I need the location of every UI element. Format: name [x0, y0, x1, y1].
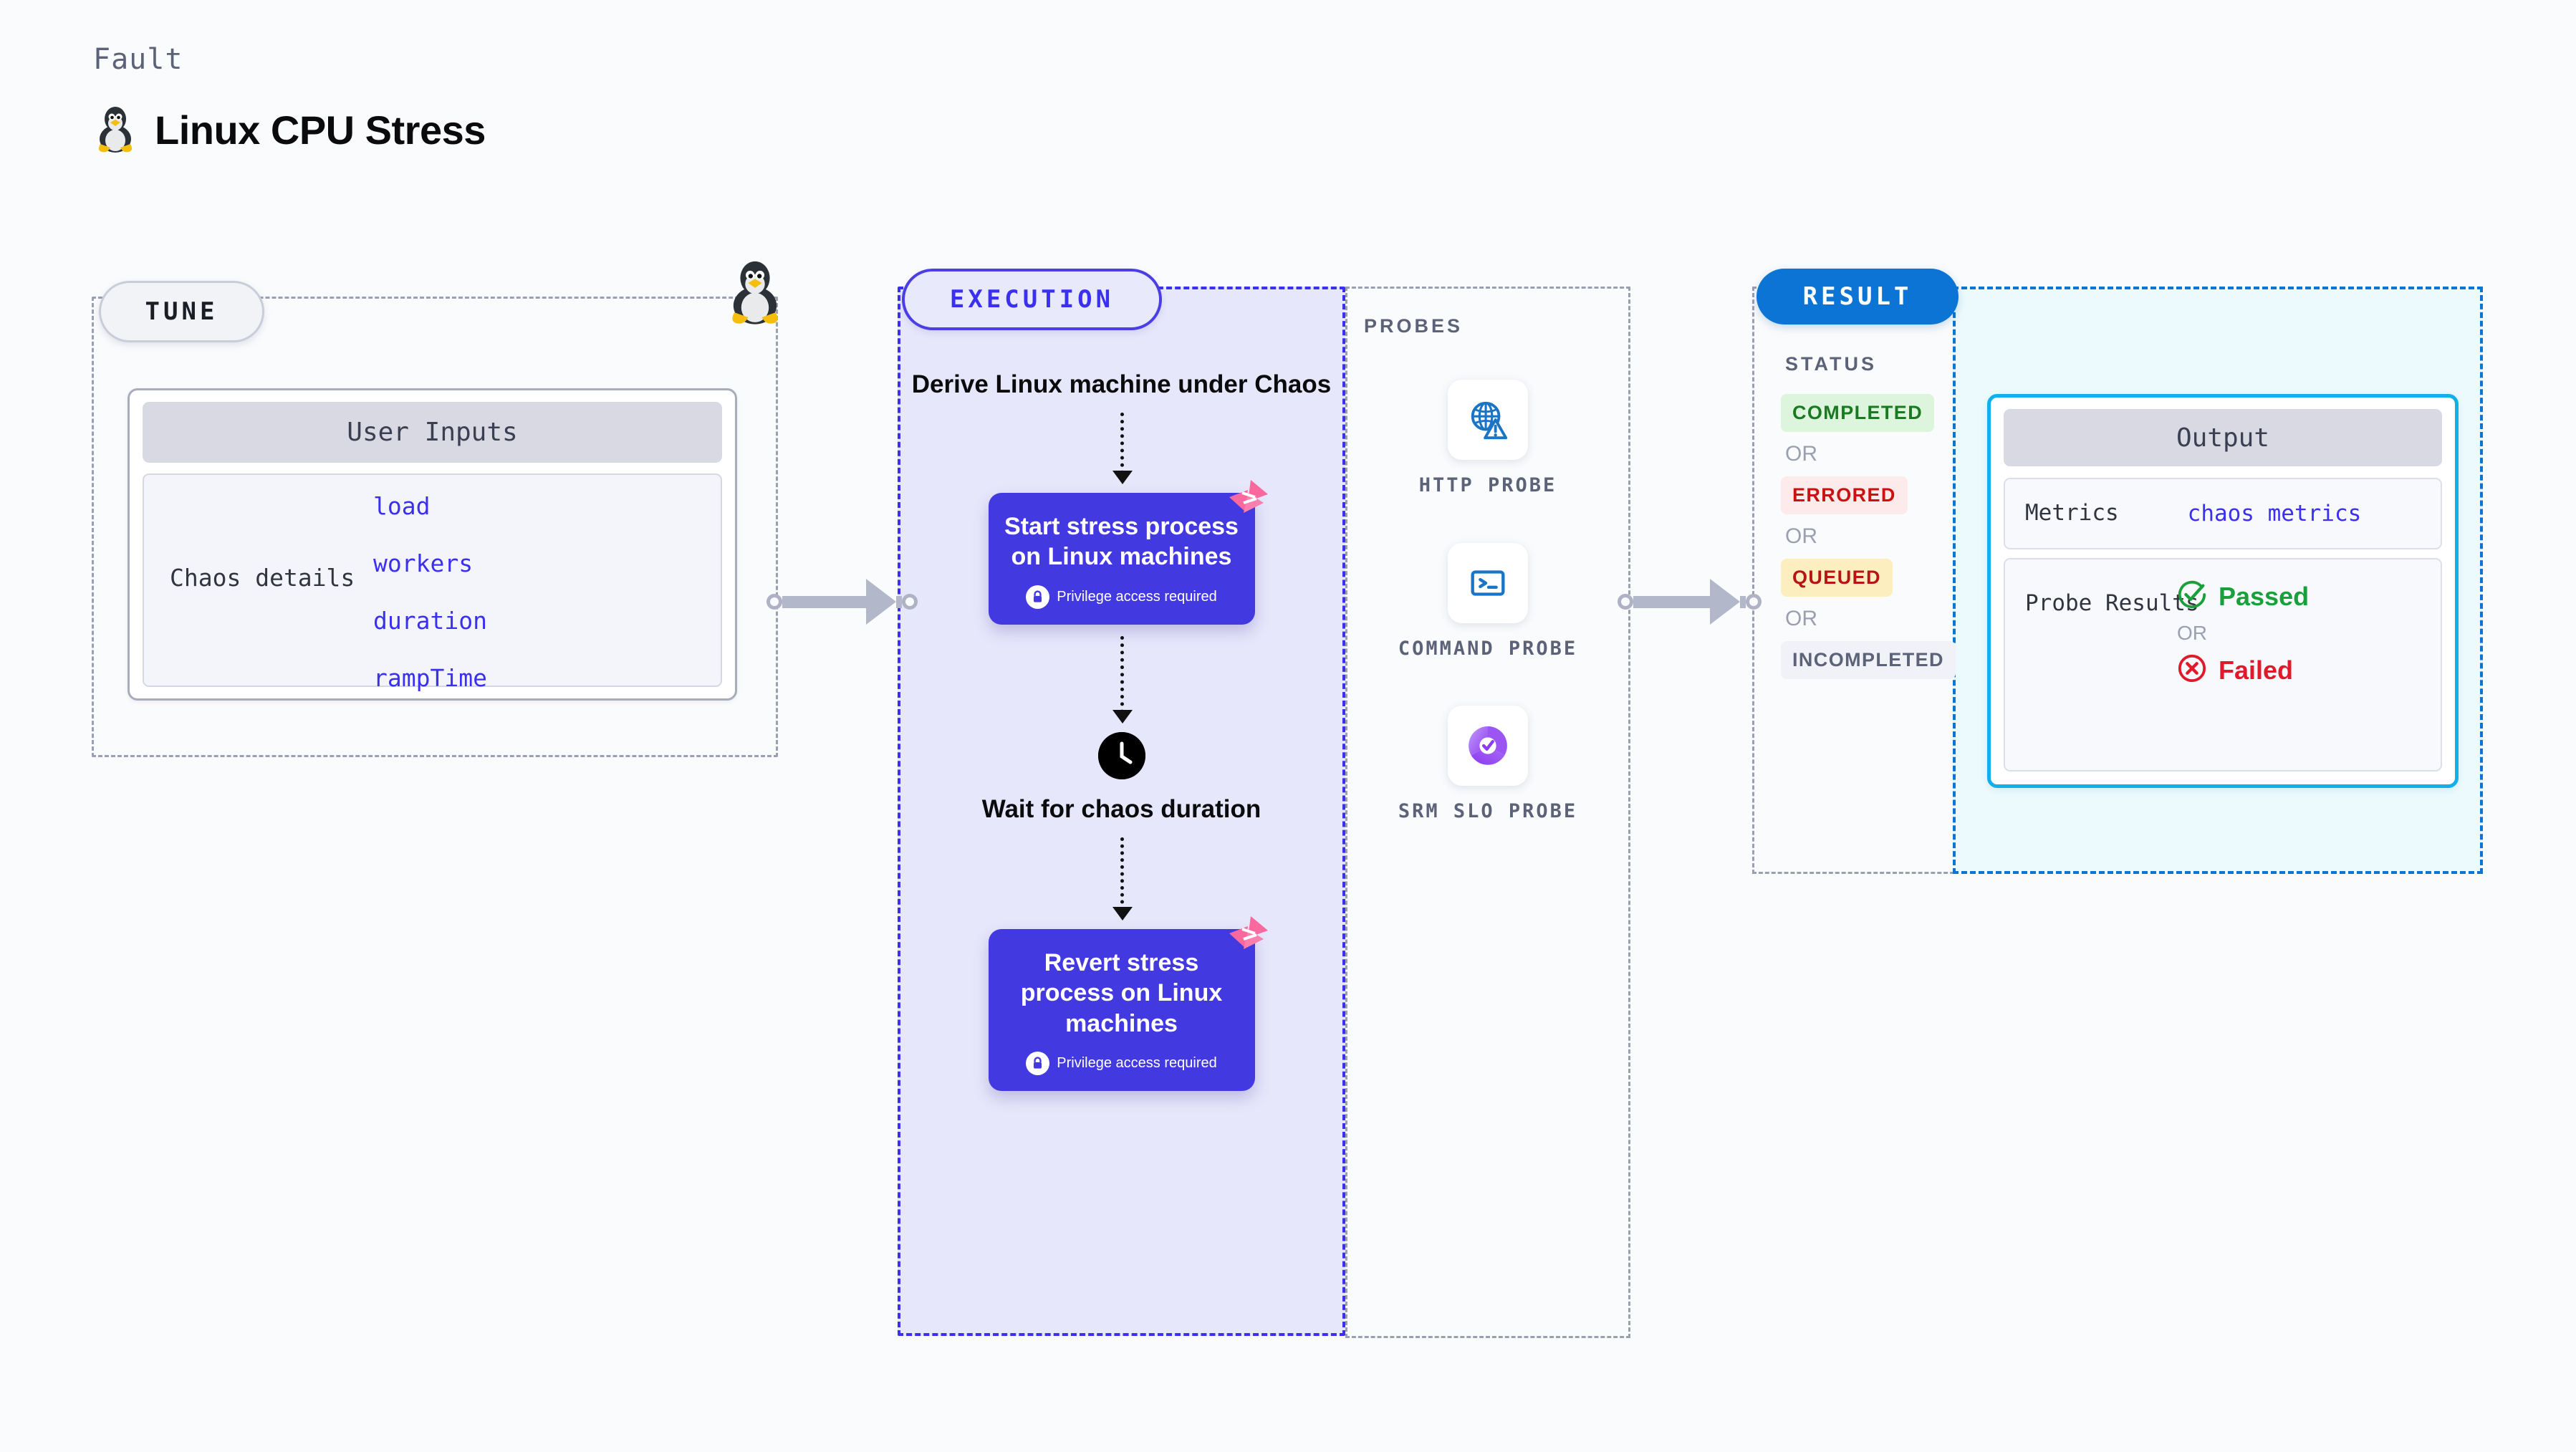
connector-dot [1746, 594, 1762, 610]
chaos-params-list: load workers duration rampTime [373, 492, 487, 692]
output-header: Output [2004, 409, 2442, 466]
param-workers[interactable]: workers [373, 549, 474, 577]
probe-label: COMMAND PROBE [1398, 637, 1578, 660]
probe-result-failed: Failed [2177, 653, 2309, 687]
fault-kicker: Fault [93, 43, 183, 76]
privilege-text: Privilege access required [1057, 1055, 1217, 1072]
stage-badge-tune[interactable]: TUNE [99, 281, 264, 342]
chaos-details-box: Chaos details load workers duration ramp… [143, 473, 722, 692]
flow-arrow [1112, 412, 1133, 484]
probes-list: HTTP PROBE COMMAND PROBE [1345, 380, 1630, 824]
execution-section: EXECUTION Derive Linux machine under Cha… [898, 269, 1345, 1336]
stage-badge-result[interactable]: RESULT [1756, 269, 1959, 324]
step-wait-duration: Wait for chaos duration [981, 794, 1261, 823]
task-card-revert-stress[interactable]: Revert stress process on Linux machines … [988, 915, 1268, 1092]
probes-dashed-region [1345, 287, 1630, 1338]
task-title: Start stress process on Linux machines [1004, 512, 1239, 571]
lock-icon [1026, 1052, 1050, 1076]
output-card: Output Metrics chaos metrics Probe Resul… [1987, 394, 2459, 788]
param-load[interactable]: load [373, 492, 431, 520]
probe-label: HTTP PROBE [1418, 474, 1557, 496]
status-badge-incompleted: INCOMPLETED [1781, 641, 1956, 679]
tux-penguin-icon [93, 103, 138, 157]
probe-label: SRM SLO PROBE [1398, 800, 1578, 823]
metrics-row: Metrics chaos metrics [2004, 478, 2442, 549]
connector-dot [766, 594, 782, 610]
probe-results-row: Probe Results Passed OR [2004, 558, 2442, 771]
page-title: Linux CPU Stress [155, 107, 486, 153]
privilege-note: Privilege access required [1001, 1052, 1242, 1076]
flow-arrow [1112, 635, 1133, 723]
or-label: OR [1785, 442, 1817, 466]
execution-flow: Derive Linux machine under Chaos Start s… [898, 369, 1345, 1092]
x-circle-icon [2177, 653, 2207, 687]
lock-icon [1026, 585, 1050, 609]
connector-arrowhead [866, 579, 896, 625]
tune-section: TUNE User Inputs Chaos details load work… [92, 281, 778, 757]
user-inputs-header: User Inputs [143, 402, 722, 463]
param-duration[interactable]: duration [373, 607, 487, 635]
step-derive-machine: Derive Linux machine under Chaos [911, 370, 1332, 398]
clock-icon [1097, 731, 1145, 779]
page-header: Fault Linux CPU Stress [93, 43, 486, 157]
connector-dot [1618, 594, 1633, 610]
tux-penguin-icon [722, 256, 788, 325]
or-label: OR [1785, 607, 1817, 630]
task-card-start-stress[interactable]: Start stress process on Linux machines P… [988, 479, 1268, 625]
metrics-value[interactable]: chaos metrics [2187, 501, 2362, 527]
probe-results-key: Probe Results [2025, 590, 2199, 616]
stage-badge-execution[interactable]: EXECUTION [902, 269, 1162, 330]
or-label: OR [1785, 524, 1817, 548]
terminal-icon [1447, 542, 1528, 623]
flow-arrow [1112, 837, 1133, 920]
probe-result-passed: Passed [2177, 580, 2309, 613]
tune-dashed-region [92, 297, 778, 757]
status-badge-errored: ERRORED [1781, 476, 1908, 514]
probe-item-srm-slo[interactable]: SRM SLO PROBE [1398, 706, 1577, 824]
status-list: COMPLETED OR ERRORED OR QUEUED OR INCOMP… [1781, 394, 1956, 679]
connector-tune-to-execution [766, 579, 918, 625]
metrics-key: Metrics [2025, 500, 2119, 527]
task-title: Revert stress process on Linux machines [1020, 948, 1223, 1037]
connector-dot [902, 594, 918, 610]
result-section: RESULT STATUS COMPLETED OR ERRORED OR QU… [1752, 269, 2483, 874]
probes-section: PROBES HTTP PROBE [1345, 287, 1630, 1338]
globe-warning-icon [1448, 380, 1528, 460]
probe-results-values: Passed OR Failed [2177, 580, 2309, 687]
status-badge-completed: COMPLETED [1781, 394, 1935, 432]
connector-execution-to-result [1618, 579, 1762, 625]
chaos-triangle-icon [1226, 477, 1271, 521]
privilege-text: Privilege access required [1057, 588, 1217, 605]
check-circle-icon [2177, 580, 2207, 613]
connector-shaft [1633, 595, 1711, 608]
fault-title-row: Linux CPU Stress [93, 103, 486, 157]
chaos-details-label: Chaos details [170, 564, 355, 592]
param-ramptime[interactable]: rampTime [373, 664, 487, 692]
probes-title: PROBES [1364, 315, 1464, 337]
connector-shaft [782, 595, 867, 608]
slo-donut-check-icon [1447, 706, 1528, 787]
failed-label: Failed [2219, 655, 2294, 685]
passed-label: Passed [2219, 581, 2310, 611]
user-inputs-card: User Inputs Chaos details load workers d… [128, 388, 737, 701]
status-badge-queued: QUEUED [1781, 559, 1893, 597]
probe-item-command[interactable]: COMMAND PROBE [1398, 542, 1578, 662]
connector-arrowhead [1710, 579, 1740, 625]
status-title: STATUS [1785, 353, 1877, 375]
privilege-note: Privilege access required [1001, 585, 1242, 609]
probe-item-http[interactable]: HTTP PROBE [1419, 380, 1557, 499]
or-label: OR [2177, 622, 2207, 644]
chaos-triangle-icon [1226, 913, 1271, 958]
